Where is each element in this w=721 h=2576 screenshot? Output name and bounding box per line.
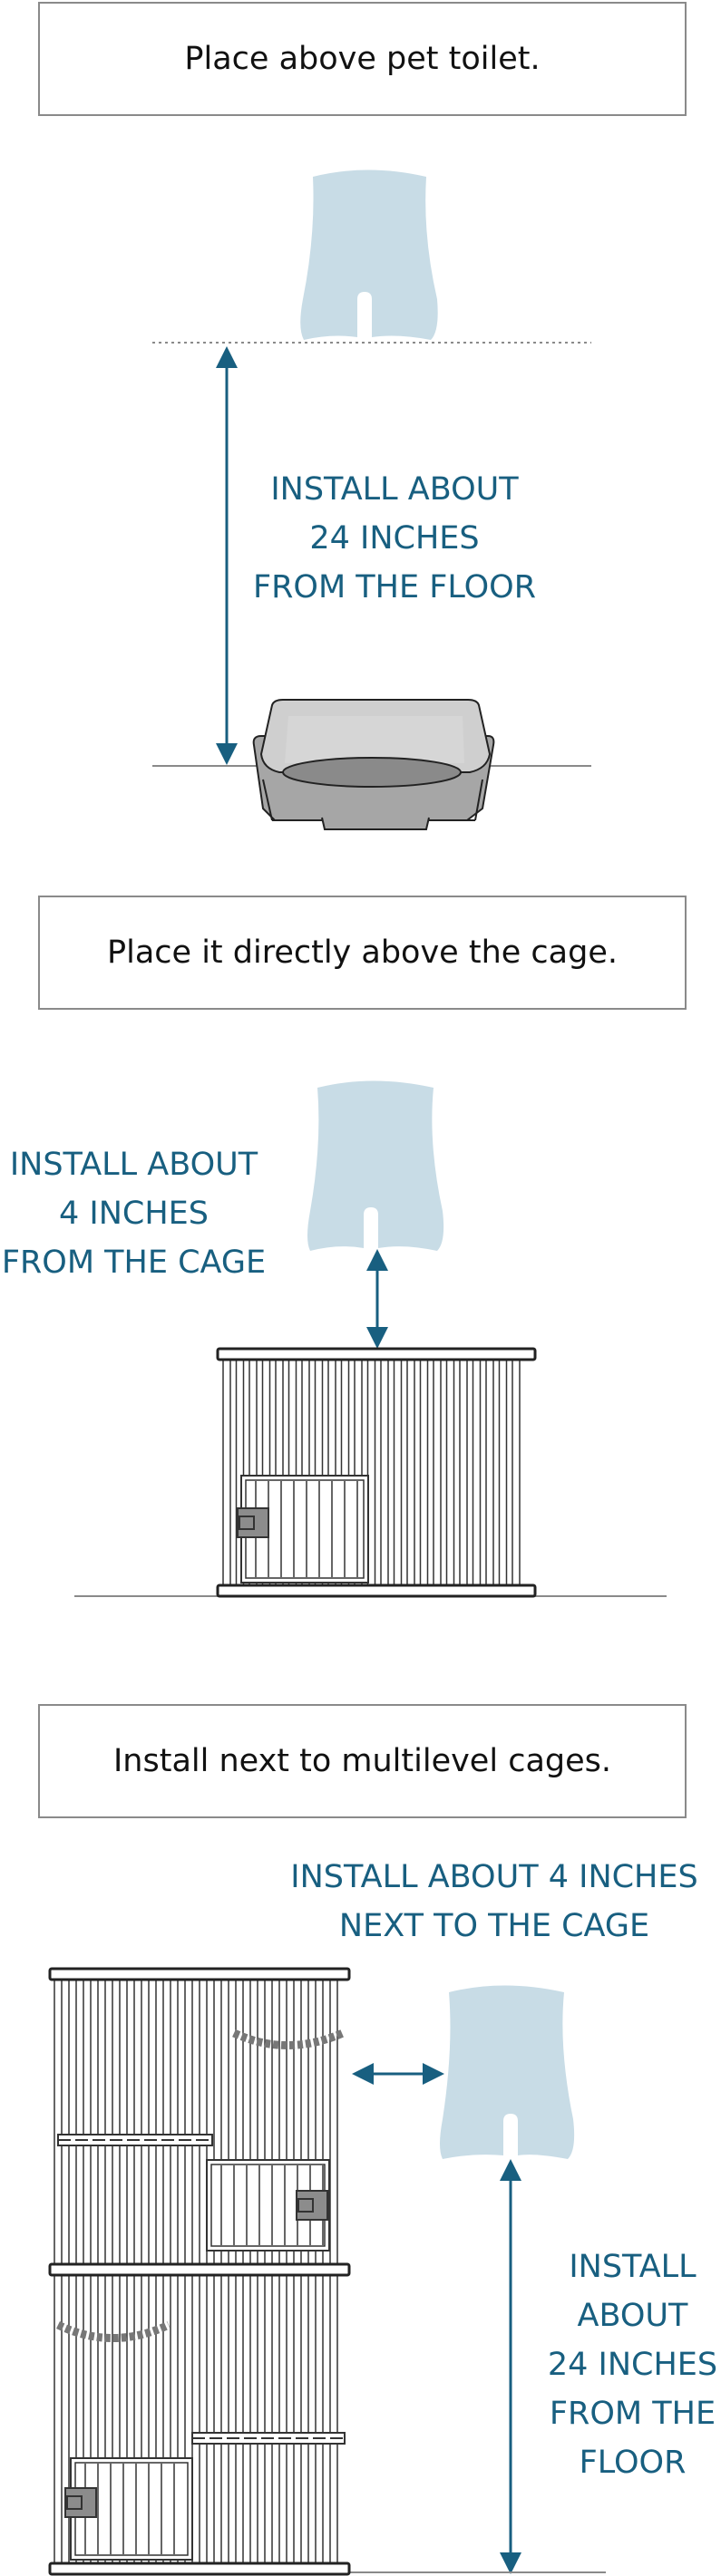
- label-line: INSTALL ABOUT: [9, 1147, 258, 1183]
- cage-rail: [216, 1347, 537, 1361]
- cage-bar: [170, 1977, 179, 2267]
- cage-rail: [48, 2262, 351, 2277]
- cage-rail: [48, 1967, 351, 1981]
- cage-bar: [485, 1359, 494, 1587]
- cage-bar: [329, 1977, 338, 2267]
- instruction-box-2: Place it directly above the cage.: [38, 896, 687, 1010]
- cage-bar: [300, 2274, 309, 2566]
- label-line: NEXT TO THE CAGE: [338, 1908, 650, 1944]
- label-line: FROM THE FLOOR: [252, 569, 537, 605]
- device-icon-2: [307, 1080, 444, 1251]
- label-line: 24 INCHES: [547, 2347, 718, 2383]
- cage-bar: [54, 1977, 63, 2267]
- instruction-box-1: Place above pet toilet.: [38, 2, 687, 116]
- instruction-text-2: Place it directly above the cage.: [107, 935, 618, 971]
- cage-rail: [48, 2561, 351, 2576]
- single-cage: [216, 1347, 537, 1598]
- cage-bar: [380, 1359, 389, 1587]
- cage-bar: [112, 1977, 121, 2267]
- label-line: FROM THE: [549, 2396, 716, 2432]
- cage-bar: [286, 2274, 295, 2566]
- floor-height-label-3: INSTALL ABOUT 24 INCHES FROM THE FLOOR: [535, 2242, 721, 2487]
- device-icon-1: [300, 169, 438, 340]
- cage-bar: [126, 1977, 135, 2267]
- cage-bar: [512, 1359, 521, 1587]
- multilevel-cage: [48, 1967, 351, 2576]
- pet-toilet-tray: [252, 699, 495, 830]
- cage-bar: [97, 1977, 106, 2267]
- cage-bar: [257, 2274, 266, 2566]
- cage-bar: [199, 1977, 208, 2267]
- cage-bar: [459, 1359, 468, 1587]
- label-line: INSTALL: [569, 2249, 697, 2285]
- cage-gap-label: INSTALL ABOUT 4 INCHES FROM THE CAGE: [0, 1140, 268, 1287]
- label-line: INSTALL ABOUT 4 INCHES: [290, 1859, 698, 1895]
- cage-bar: [155, 1977, 164, 2267]
- cage-bar: [141, 1977, 150, 2267]
- cage-bar: [406, 1359, 415, 1587]
- cage-bar: [68, 1977, 77, 2267]
- cage-bar: [213, 2274, 222, 2566]
- label-line: 4 INCHES: [59, 1196, 209, 1232]
- label-line: FROM THE CAGE: [1, 1244, 267, 1281]
- cage-bar: [184, 1977, 193, 2267]
- cage-ramp: [232, 2029, 345, 2049]
- label-line: FLOOR: [579, 2445, 687, 2481]
- cage-bar: [228, 2274, 237, 2566]
- instruction-text-1: Place above pet toilet.: [184, 41, 541, 77]
- floor-height-label-1: INSTALL ABOUT 24 INCHES FROM THE FLOOR: [245, 465, 544, 612]
- side-gap-label: INSTALL ABOUT 4 INCHES NEXT TO THE CAGE: [272, 1853, 716, 1951]
- cage-bar: [242, 2274, 251, 2566]
- label-line: 24 INCHES: [309, 520, 480, 557]
- cage-bar: [472, 1359, 482, 1587]
- instruction-text-3: Install next to multilevel cages.: [112, 1743, 611, 1779]
- label-line: ABOUT: [577, 2298, 688, 2334]
- cage-bar: [393, 1359, 403, 1587]
- cage-ramp: [56, 2320, 171, 2342]
- cage-bar: [54, 2274, 63, 2566]
- label-line: INSTALL ABOUT: [270, 471, 519, 508]
- device-icon-3: [440, 1985, 575, 2159]
- cage-bar: [271, 2274, 280, 2566]
- cage-bar: [419, 1359, 429, 1587]
- cage-bar: [433, 1359, 442, 1587]
- cage-bar: [498, 1359, 508, 1587]
- cage-rail: [216, 1583, 537, 1598]
- cage-bar: [199, 2274, 208, 2566]
- cage-bar: [445, 1359, 455, 1587]
- cage-bar: [83, 1977, 92, 2267]
- instruction-box-3: Install next to multilevel cages.: [38, 1704, 687, 1818]
- door-latch: [237, 1507, 269, 1538]
- cage-bar: [222, 1359, 231, 1587]
- cage-bar: [315, 2274, 324, 2566]
- cage-bar: [329, 2274, 338, 2566]
- door-latch: [296, 2190, 328, 2221]
